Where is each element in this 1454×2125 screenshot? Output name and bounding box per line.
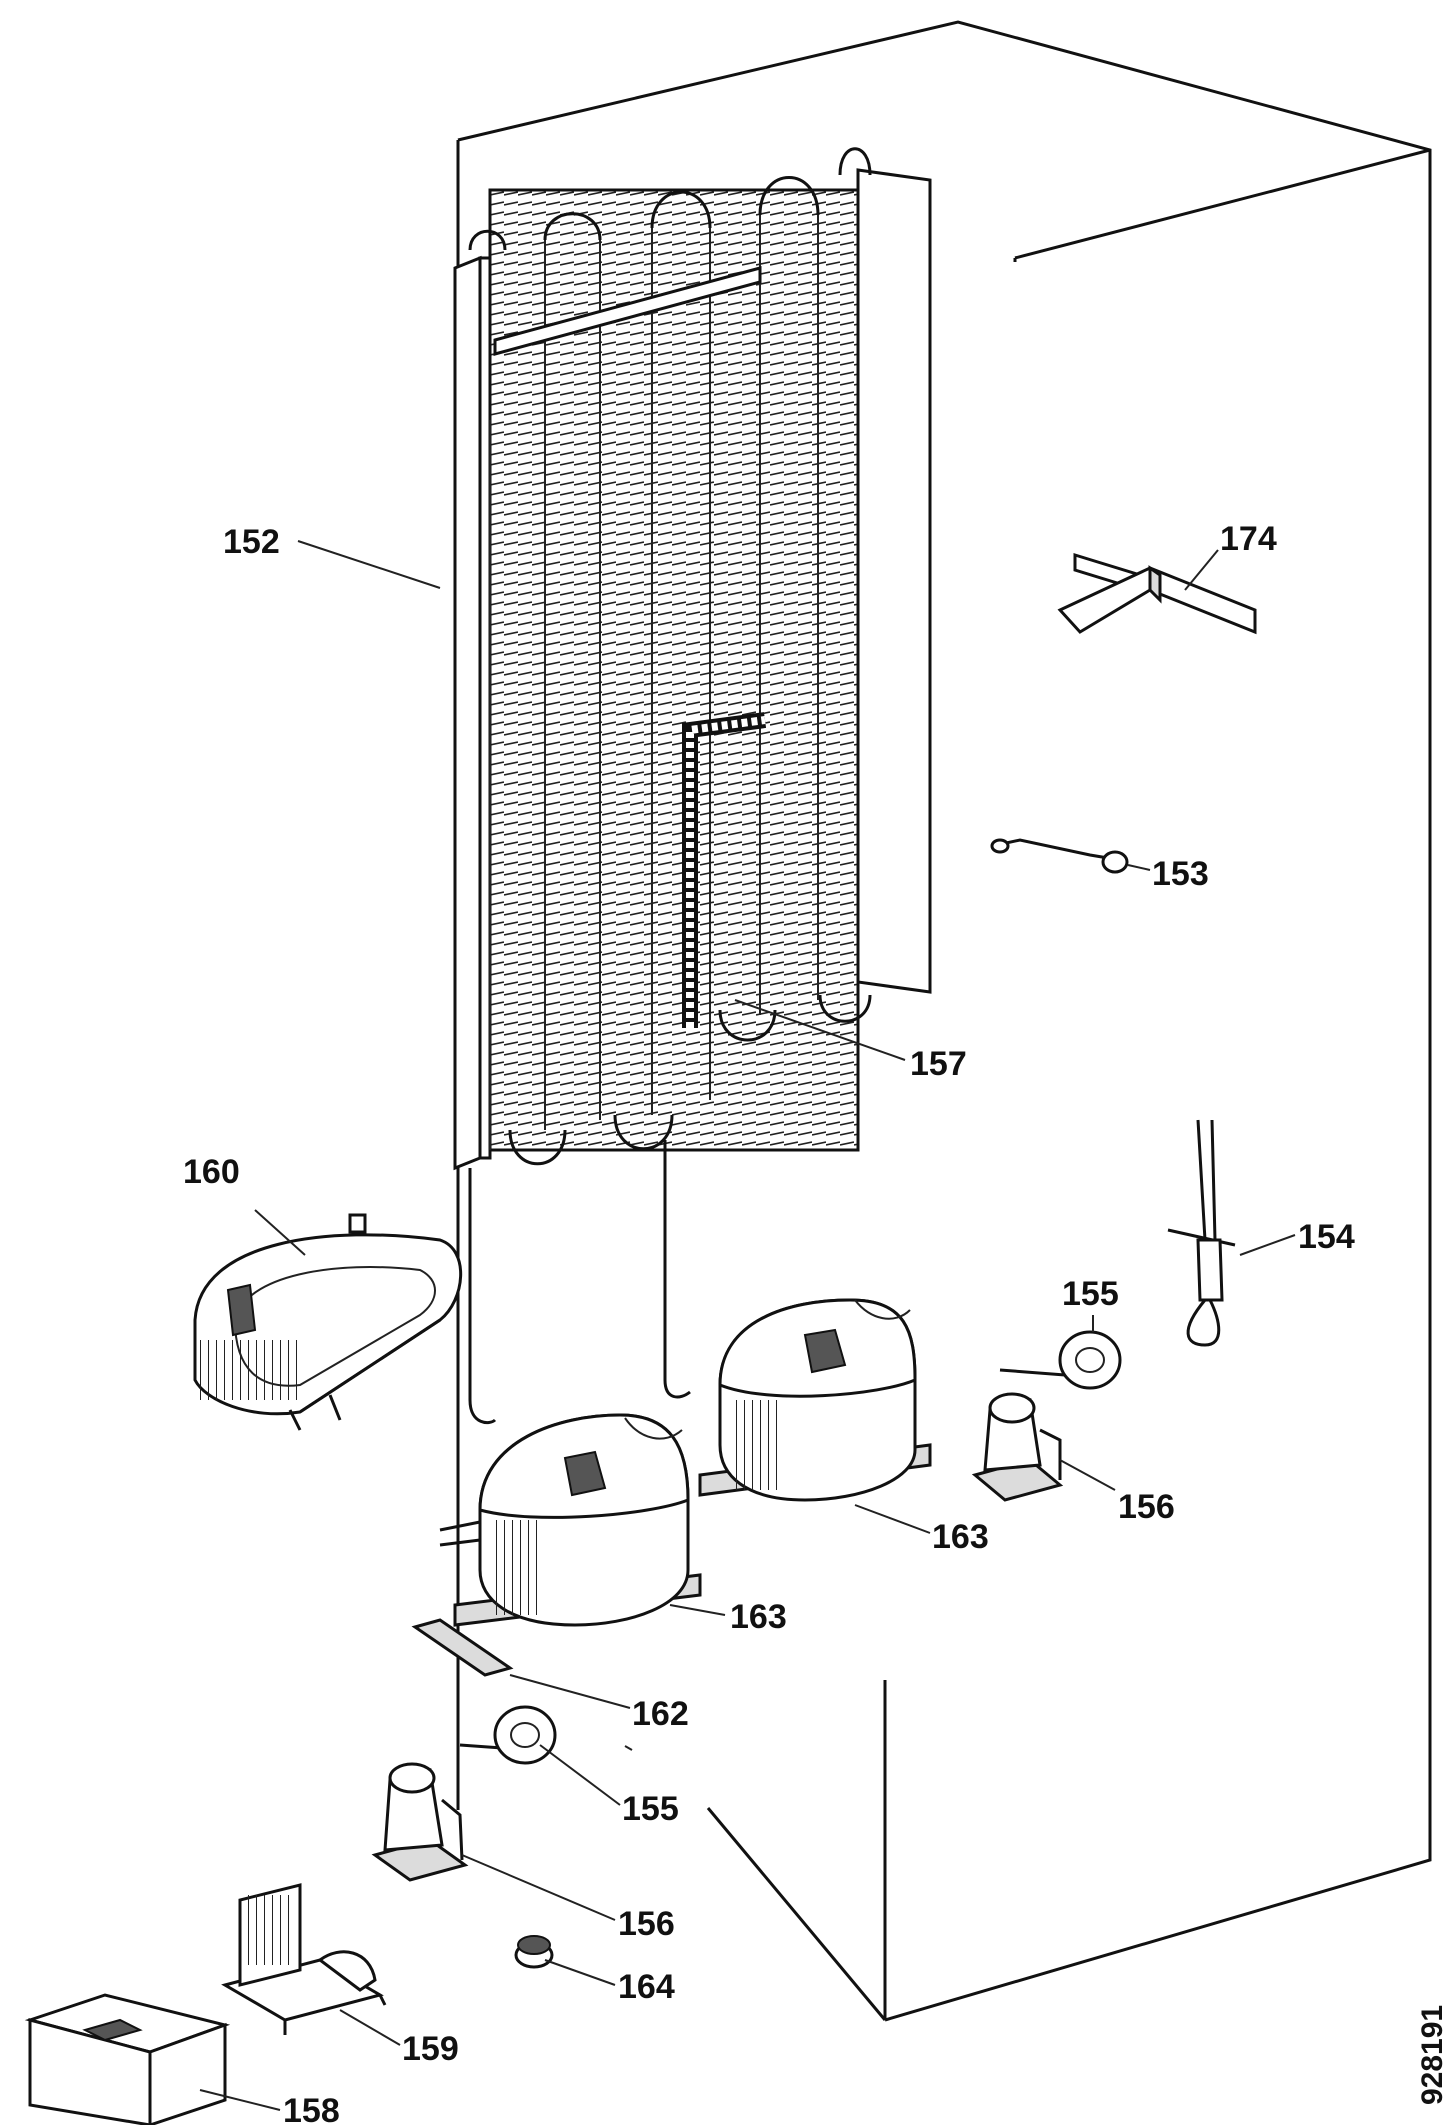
- compressor-right: [698, 1298, 932, 1502]
- start-relay-left: [371, 1762, 469, 1882]
- label-159: 159: [402, 2030, 459, 2068]
- relay-bracket: [221, 1883, 387, 2035]
- drip-tray: [193, 1213, 463, 1431]
- label-157: 157: [910, 1045, 967, 1083]
- bracket: [1057, 552, 1257, 635]
- clip: [990, 838, 1129, 874]
- leader-lines: [199, 540, 1296, 2111]
- compressor-left: [439, 1413, 702, 1627]
- overload-relay-right: [999, 1330, 1122, 1390]
- label-164: 164: [618, 1968, 675, 2006]
- label-155-left: 155: [622, 1790, 679, 1828]
- label-154: 154: [1298, 1218, 1355, 1256]
- grommet: [514, 1935, 554, 1969]
- label-156-right: 156: [1118, 1488, 1175, 1526]
- label-174: 174: [1220, 520, 1277, 558]
- label-152: 152: [223, 523, 280, 561]
- label-163-right: 163: [932, 1518, 989, 1556]
- mounting-plate: [411, 1618, 514, 1677]
- label-153: 153: [1152, 855, 1209, 893]
- cable-tie: [1167, 1119, 1236, 1347]
- overload-relay-left: [459, 1705, 557, 1765]
- start-relay-right: [971, 1392, 1064, 1502]
- relay-cover: [24, 1993, 231, 2125]
- label-158: 158: [283, 2092, 340, 2125]
- label-162: 162: [632, 1695, 689, 1733]
- label-156-left: 156: [618, 1905, 675, 1943]
- label-160: 160: [183, 1153, 240, 1191]
- figure-number: 928191: [1416, 2005, 1449, 2105]
- condenser: [453, 147, 932, 1424]
- drier-filter: [682, 712, 767, 1028]
- label-163-left: 163: [730, 1598, 787, 1636]
- label-155-right: 155: [1062, 1275, 1119, 1313]
